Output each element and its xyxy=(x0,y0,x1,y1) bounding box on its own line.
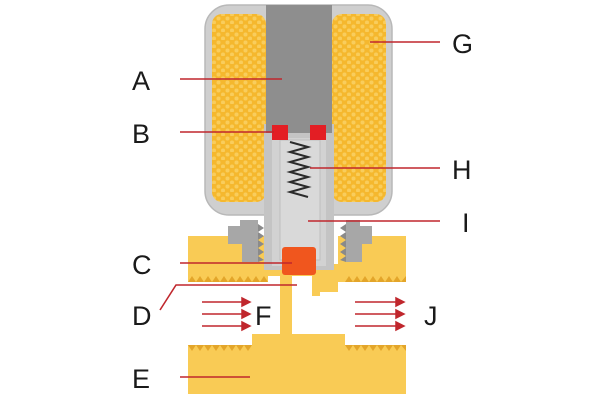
label-a: A xyxy=(132,66,150,96)
label-i: I xyxy=(462,208,470,238)
leader-lines xyxy=(159,41,440,378)
thread-lower-left xyxy=(188,345,252,351)
label-e: E xyxy=(132,364,150,394)
bonnet-nut xyxy=(228,220,372,262)
orifice-wall xyxy=(280,276,292,334)
nut-thread-right xyxy=(340,224,346,262)
shading-ring-left xyxy=(272,125,288,140)
leader-d xyxy=(159,284,297,311)
outlet-flow-arrows xyxy=(355,296,406,332)
valve-seal xyxy=(282,247,316,275)
spring xyxy=(286,141,312,198)
label-d: D xyxy=(132,301,152,331)
label-b: B xyxy=(132,119,150,149)
inlet-flow-arrows xyxy=(202,296,252,332)
thread-upper-left xyxy=(188,276,268,282)
body-lower xyxy=(188,334,406,394)
fixed-core xyxy=(266,5,332,133)
outlet-step xyxy=(312,276,338,296)
label-h: H xyxy=(452,155,472,185)
thread-lower-right xyxy=(345,345,406,351)
coil-left-winding xyxy=(212,14,266,202)
label-g: G xyxy=(452,29,473,59)
coil-right-winding xyxy=(332,14,386,202)
valve-body xyxy=(188,236,406,394)
plunger xyxy=(279,139,321,261)
shading-ring-right xyxy=(310,125,326,140)
label-f: F xyxy=(255,301,272,331)
label-c: C xyxy=(132,250,152,280)
thread-upper-right xyxy=(345,276,406,282)
nut-thread-left xyxy=(258,224,264,262)
label-j: J xyxy=(424,301,438,331)
